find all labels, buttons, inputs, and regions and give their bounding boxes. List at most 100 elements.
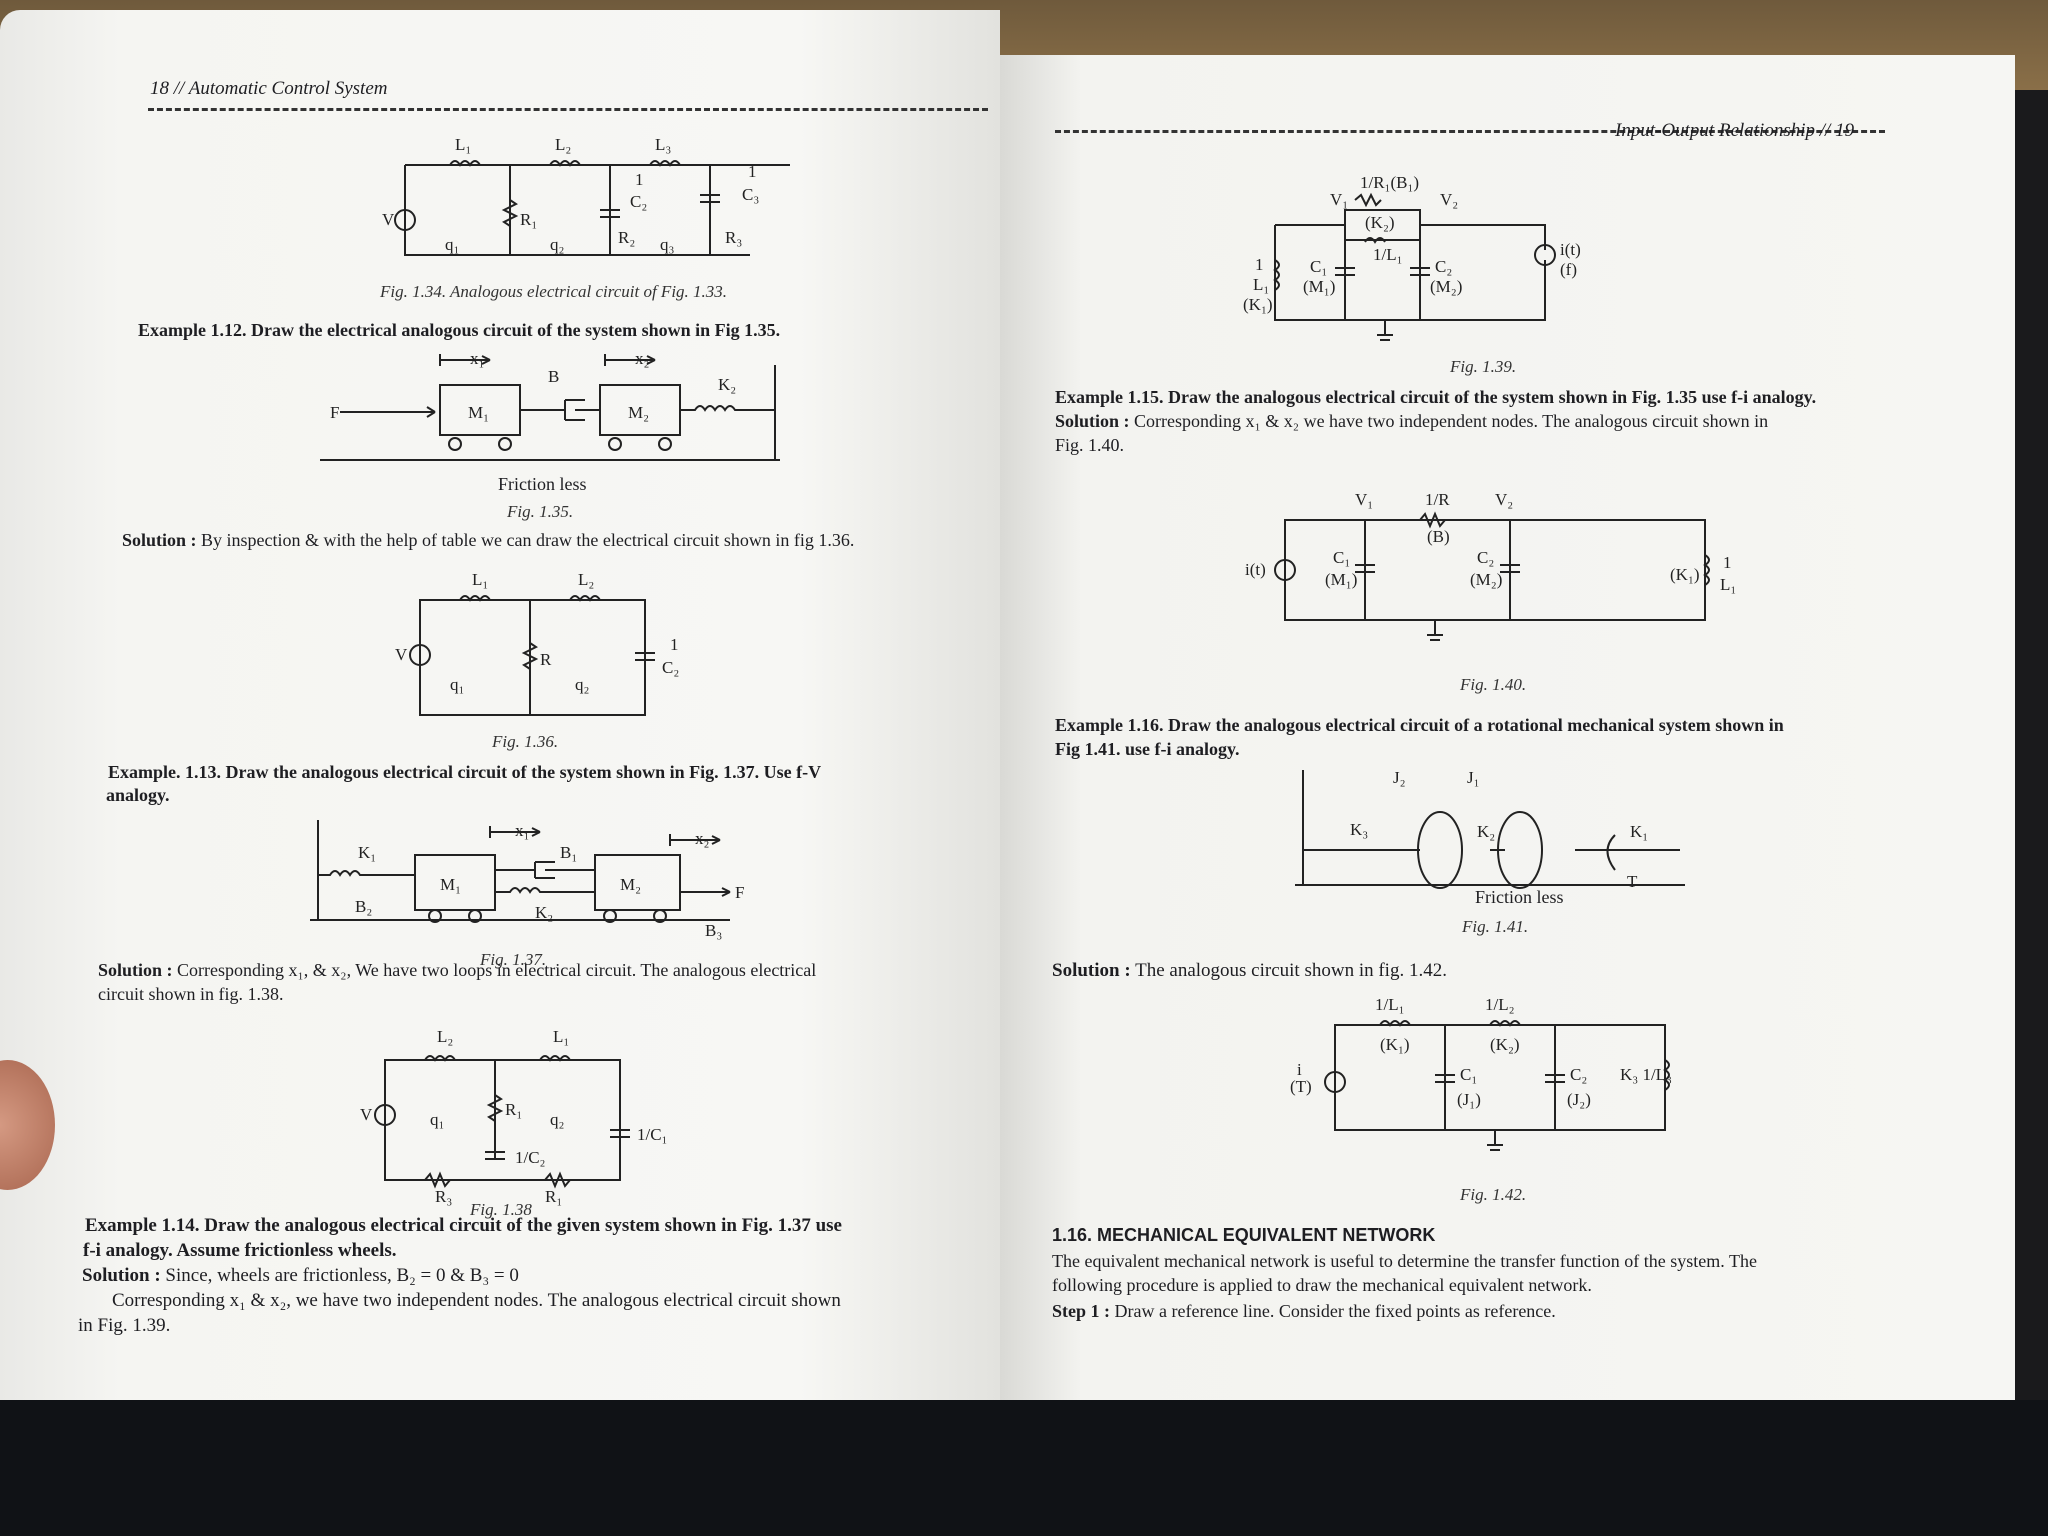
figure-1-35-mechanical-system: F M₁ B M₂ K₂ x₁ x₂ — [320, 349, 780, 461]
step-1-text: Step 1 : Draw a reference line. Consider… — [1052, 1301, 1556, 1321]
svg-text:C₃: C₃ — [742, 185, 759, 204]
example-1-12-title: Example 1.12. Draw the electrical analog… — [138, 320, 781, 340]
example-1-15-title: Example 1.15. Draw the analogous electri… — [1055, 387, 1817, 407]
svg-text:1/L₁: 1/L₁ — [1373, 245, 1403, 264]
friction-less-label: Friction less — [498, 474, 587, 494]
fig-1-36-caption: Fig. 1.36. — [492, 732, 559, 751]
svg-text:q₁: q₁ — [450, 675, 464, 694]
svg-text:(f): (f) — [1560, 260, 1577, 279]
svg-text:M₁: M₁ — [440, 875, 461, 894]
fig-1-42-caption: Fig. 1.42. — [1460, 1185, 1527, 1204]
figure-1-38-circuit: L₂ L₁ V R₁ q₁ q₂ 1/C₂ 1/C₁ R₃ R₁ — [360, 1027, 668, 1206]
svg-text:1/R: 1/R — [1425, 490, 1450, 509]
desk-foreground — [0, 1400, 2048, 1536]
svg-text:V₁: V₁ — [1330, 190, 1348, 209]
svg-text:L₂: L₂ — [555, 135, 571, 154]
svg-text:q₂: q₂ — [550, 235, 564, 254]
svg-text:K₃: K₃ — [1350, 820, 1368, 839]
svg-text:(K₂): (K₂) — [1365, 213, 1395, 232]
svg-text:K₂: K₂ — [535, 903, 553, 922]
svg-text:(M₂): (M₂) — [1430, 277, 1462, 296]
figure-1-34-circuit: L₁ L₂ L₃ V R₁ R₂ R₃ q₁ q₂ q₃ 1 C₂ 1 C₃ — [382, 135, 790, 256]
svg-text:K₂: K₂ — [1477, 822, 1495, 841]
example-1-12-solution: Solution : By inspection & with the help… — [122, 530, 855, 550]
svg-text:B₂: B₂ — [355, 897, 372, 916]
section-paragraph-line1: The equivalent mechanical network is use… — [1052, 1251, 1757, 1271]
section-paragraph-line2: following procedure is applied to draw t… — [1052, 1275, 1592, 1295]
svg-text:(K₁): (K₁) — [1243, 295, 1273, 314]
svg-text:(B): (B) — [1427, 527, 1450, 546]
svg-text:L₂: L₂ — [437, 1027, 453, 1046]
svg-text:C₂: C₂ — [630, 192, 647, 211]
svg-text:T: T — [1627, 872, 1638, 891]
svg-text:V: V — [382, 210, 395, 229]
example-1-15-solution-line1: Solution : Corresponding x₁ & x₂ we have… — [1055, 411, 1769, 431]
svg-text:(M₂): (M₂) — [1470, 570, 1502, 589]
figure-1-36-circuit: L₁ L₂ V R q₁ q₂ 1 C₂ — [395, 570, 679, 716]
example-1-15-solution-line2: Fig. 1.40. — [1055, 435, 1125, 455]
svg-text:K₃ 1/L₃: K₃ 1/L₃ — [1620, 1065, 1672, 1084]
figure-1-41-rotational-system: J₂ J₁ K₃ K₂ K₁ T — [1295, 768, 1685, 891]
svg-text:R₂: R₂ — [618, 228, 635, 247]
svg-text:L₂: L₂ — [578, 570, 594, 589]
header-rule — [148, 108, 988, 111]
svg-text:(K₁): (K₁) — [1380, 1035, 1410, 1054]
example-1-14-solution-line3: in Fig. 1.39. — [78, 1315, 171, 1336]
svg-text:1: 1 — [748, 162, 757, 181]
right-page-header: Input-Output Relationship // 19 — [1615, 120, 1855, 141]
svg-text:C₂: C₂ — [1570, 1065, 1587, 1084]
svg-text:L₁: L₁ — [1253, 275, 1269, 294]
figure-1-39-circuit: 1/R₁(B₁) V₁ V₂ (K₂) 1/L₁ 1 L₁ (K₁) C₁ (M… — [1243, 173, 1581, 341]
svg-text:(J₁): (J₁) — [1457, 1090, 1481, 1109]
svg-text:R₁: R₁ — [545, 1187, 562, 1206]
svg-text:R: R — [540, 650, 552, 669]
left-page-header: 18 // Automatic Control System — [150, 78, 388, 99]
svg-text:1/C₂: 1/C₂ — [515, 1148, 546, 1167]
fig-1-34-caption: Fig. 1.34. Analogous electrical circuit … — [380, 282, 728, 301]
svg-text:V₂: V₂ — [1495, 490, 1513, 509]
svg-text:R₁: R₁ — [520, 210, 537, 229]
svg-text:L₁: L₁ — [1720, 575, 1736, 594]
svg-text:V₁: V₁ — [1355, 490, 1373, 509]
left-page: 18 // Automatic Control System L₁ L₂ L₃ … — [0, 10, 1000, 1410]
svg-text:x₂: x₂ — [635, 349, 649, 368]
svg-text:C₂: C₂ — [662, 658, 679, 677]
svg-text:1/C₁: 1/C₁ — [637, 1125, 668, 1144]
svg-text:J₂: J₂ — [1393, 768, 1406, 787]
fig-1-40-caption: Fig. 1.40. — [1460, 675, 1527, 694]
svg-text:L₁: L₁ — [472, 570, 488, 589]
svg-text:L₃: L₃ — [655, 135, 671, 154]
svg-text:B: B — [548, 367, 559, 386]
figure-1-40-circuit: V₁ 1/R V₂ (B) i(t) C₁ (M₁) C₂ (M₂) (K₁) … — [1245, 490, 1736, 641]
svg-text:J₁: J₁ — [1467, 768, 1480, 787]
svg-text:x₁: x₁ — [515, 821, 529, 840]
svg-text:C₁: C₁ — [1310, 257, 1327, 276]
svg-text:C₂: C₂ — [1435, 257, 1452, 276]
svg-text:C₁: C₁ — [1460, 1065, 1477, 1084]
svg-text:(M₁): (M₁) — [1325, 570, 1357, 589]
svg-text:1: 1 — [1723, 553, 1732, 572]
right-page: Input-Output Relationship // 19 1/R₁(B₁)… — [1000, 55, 2015, 1435]
figure-1-42-circuit: 1/L₁ 1/L₂ (K₁) (K₂) C₁ (J₁) C₂ (J₂) K₃ 1… — [1290, 995, 1672, 1151]
figure-1-37-mechanical-system: K₁ M₁ B₁ K₂ M₂ F B₂ B₃ x₁ x₂ — [310, 820, 744, 940]
svg-text:M₁: M₁ — [468, 403, 489, 422]
svg-text:1/L₁: 1/L₁ — [1375, 995, 1405, 1014]
example-1-14-solution-line2: Corresponding x₁ & x₂, we have two indep… — [112, 1290, 841, 1311]
svg-text:q₃: q₃ — [660, 235, 675, 254]
svg-text:x₁: x₁ — [470, 349, 484, 368]
svg-text:V₂: V₂ — [1440, 190, 1458, 209]
fig-1-39-caption: Fig. 1.39. — [1450, 357, 1517, 376]
svg-text:(J₂): (J₂) — [1567, 1090, 1591, 1109]
svg-text:V: V — [395, 645, 408, 664]
example-1-14-title-line1: Example 1.14. Draw the analogous electri… — [85, 1215, 842, 1236]
svg-text:B₁: B₁ — [560, 843, 577, 862]
fig-1-37-caption: Fig. 1.37. — [480, 950, 547, 969]
example-1-13-title-line2: analogy. — [106, 785, 170, 805]
svg-text:B₃: B₃ — [705, 921, 722, 940]
svg-text:K₁: K₁ — [1630, 822, 1648, 841]
svg-text:1/R₁(B₁): 1/R₁(B₁) — [1360, 173, 1419, 192]
svg-text:C₂: C₂ — [1477, 548, 1494, 567]
svg-text:R₃: R₃ — [725, 228, 742, 247]
fig-1-38-caption: Fig. 1.38 — [470, 1200, 532, 1219]
svg-text:x₂: x₂ — [695, 829, 709, 848]
